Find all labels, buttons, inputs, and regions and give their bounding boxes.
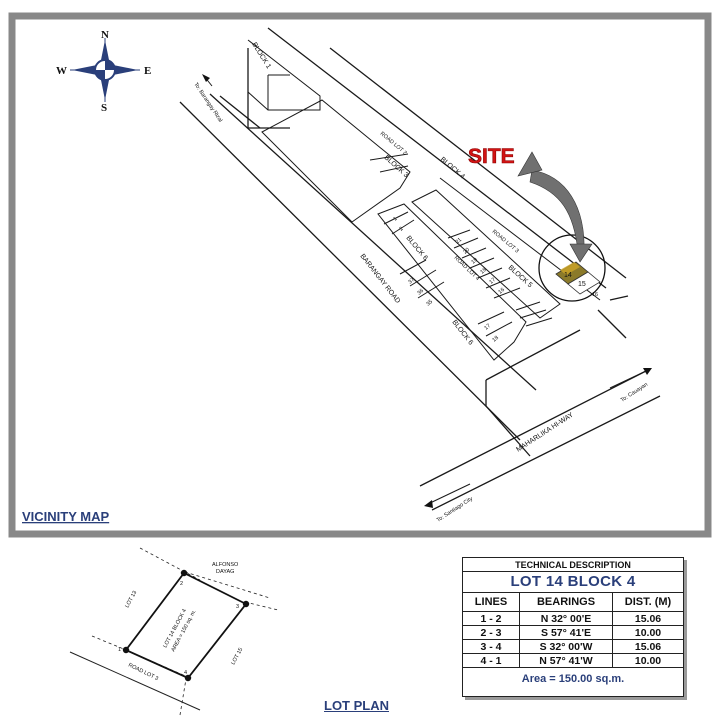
corner-4: 4 — [184, 670, 187, 676]
cell-bearing: N 57° 41'W — [519, 653, 613, 668]
corner-2: 2 — [180, 581, 183, 587]
compass-rose-icon: N S W E — [56, 29, 151, 114]
table-row: 1 - 2 N 32° 00'E 15.06 — [463, 611, 683, 626]
vicinity-map: N S W E — [8, 12, 712, 538]
cell-line: 2 - 3 — [463, 625, 520, 640]
neighbor-dayag: DAYAG — [216, 569, 234, 575]
lot-plan-drawing: 1 2 3 4 ALFONSO DAYAG LOT 13 LOT 15 ROAD… — [69, 547, 279, 716]
col-lines: LINES — [463, 593, 520, 612]
lot-17a: 17 — [488, 277, 497, 286]
corner-1: 1 — [118, 647, 121, 653]
lot-plan: 1 2 3 4 ALFONSO DAYAG LOT 13 LOT 15 ROAD… — [69, 547, 279, 716]
compass-s: S — [101, 102, 107, 114]
direction-arrows — [202, 74, 652, 508]
site-marker: 14 15 16 SITE — [468, 145, 606, 302]
lot-plan-title: LOT PLAN — [324, 698, 389, 713]
lot-16a: 16 — [497, 287, 506, 296]
cell-distance: 10.00 — [612, 653, 683, 668]
bearings-table: LINES BEARINGS DIST. (M) 1 - 2 N 32° 00'… — [463, 593, 683, 668]
lot-19: 19 — [470, 257, 479, 266]
cell-bearing: N 32° 00'E — [519, 611, 613, 626]
compass-n: N — [101, 29, 109, 41]
lot-2: 2 — [398, 226, 404, 233]
lot-36: 36 — [416, 288, 425, 297]
cell-distance: 10.00 — [612, 625, 683, 640]
site-lot-15: 15 — [578, 281, 586, 288]
lot-1: 1 — [392, 216, 398, 223]
cell-bearing: S 32° 00'W — [519, 639, 613, 654]
tech-title: LOT 14 BLOCK 4 — [463, 572, 683, 593]
vicinity-map-title: VICINITY MAP — [22, 509, 109, 524]
tech-header: TECHNICAL DESCRIPTION — [463, 558, 683, 572]
lot-15-label: LOT 15 — [230, 647, 244, 666]
lot-17b: 17 — [483, 323, 492, 332]
lot-13-label: LOT 13 — [124, 590, 138, 609]
tech-area: Area = 150.00 sq.m. — [521, 673, 625, 685]
lot-35: 35 — [425, 299, 434, 308]
technical-description-table: TECHNICAL DESCRIPTION LOT 14 BLOCK 4 LIN… — [462, 557, 684, 697]
site-lot-14: 14 — [564, 272, 572, 279]
table-row: 4 - 1 N 57° 41'W 10.00 — [463, 653, 683, 668]
compass-e: E — [144, 65, 151, 77]
cell-distance: 15.06 — [612, 611, 683, 626]
table-row: 2 - 3 S 57° 41'E 10.00 — [463, 625, 683, 640]
lot-21: 21 — [454, 237, 463, 246]
cell-line: 1 - 2 — [463, 611, 520, 626]
cell-line: 3 - 4 — [463, 639, 520, 654]
neighbor-alfonso: ALFONSO — [212, 562, 239, 568]
col-bearings: BEARINGS — [519, 593, 613, 612]
corner-3: 3 — [236, 604, 239, 610]
lot-20: 20 — [462, 247, 471, 256]
col-distance: DIST. (M) — [612, 593, 683, 612]
road-network — [179, 27, 661, 511]
cell-line: 4 - 1 — [463, 653, 520, 668]
lot-37: 37 — [407, 277, 416, 286]
lot-18b: 18 — [491, 335, 500, 344]
site-label: SITE — [468, 145, 515, 168]
cell-distance: 15.06 — [612, 639, 683, 654]
site-lot-16: 16 — [592, 292, 598, 298]
lot-18a: 18 — [479, 267, 488, 276]
table-row: 3 - 4 S 32° 00'W 15.06 — [463, 639, 683, 654]
compass-w: W — [56, 65, 67, 77]
cell-bearing: S 57° 41'E — [519, 625, 613, 640]
